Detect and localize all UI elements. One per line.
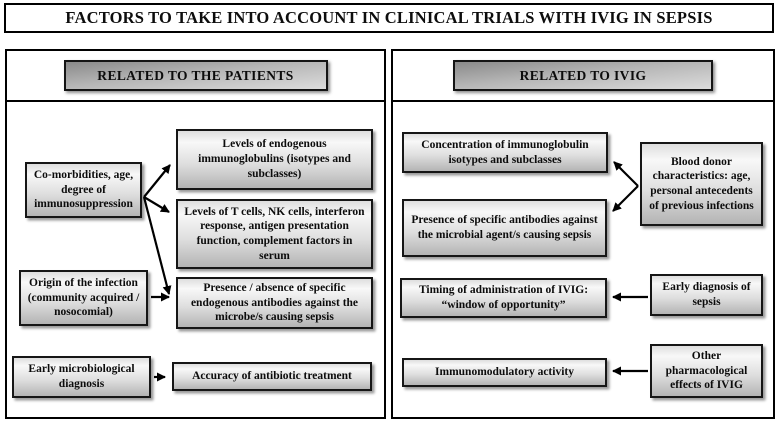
box-origin-infection: Origin of the infection (community acqui…: [19, 270, 148, 326]
ivig-header-zone: RELATED TO IVIG: [393, 51, 773, 102]
box-endogenous-antibodies: Presence / absence of specific endogenou…: [176, 277, 373, 329]
ivig-header-bar: RELATED TO IVIG: [453, 60, 713, 91]
patients-header-bar: RELATED TO THE PATIENTS: [63, 60, 328, 91]
box-early-microbiological-diagnosis: Early microbiological diagnosis: [12, 356, 151, 398]
box-timing-of-administration: Timing of administration of IVIG: “windo…: [400, 278, 607, 318]
box-immunomodulatory-activity: Immunomodulatory activity: [402, 358, 607, 387]
box-ig-concentration: Concentration of immunoglobulin isotypes…: [402, 132, 608, 173]
box-other-pharmacological-effects: Other pharmacological effects of IVIG: [650, 344, 763, 398]
figure-title: FACTORS TO TAKE INTO ACCOUNT IN CLINICAL…: [4, 3, 774, 33]
box-specific-antibodies: Presence of specific antibodies against …: [402, 199, 607, 257]
box-early-diagnosis-of-sepsis: Early diagnosis of sepsis: [650, 274, 763, 316]
box-comorbidities: Co-morbidities, age, degree of immunosup…: [25, 162, 142, 218]
box-t-nk-cells: Levels of T cells, NK cells, interferon …: [176, 199, 373, 269]
box-endogenous-immunoglobulins: Levels of endogenous immunoglobulins (is…: [176, 129, 373, 190]
patients-header-zone: RELATED TO THE PATIENTS: [7, 51, 384, 102]
box-blood-donor-characteristics: Blood donor characteristics: age, person…: [640, 142, 763, 226]
box-antibiotic-treatment: Accuracy of antibiotic treatment: [172, 362, 372, 391]
